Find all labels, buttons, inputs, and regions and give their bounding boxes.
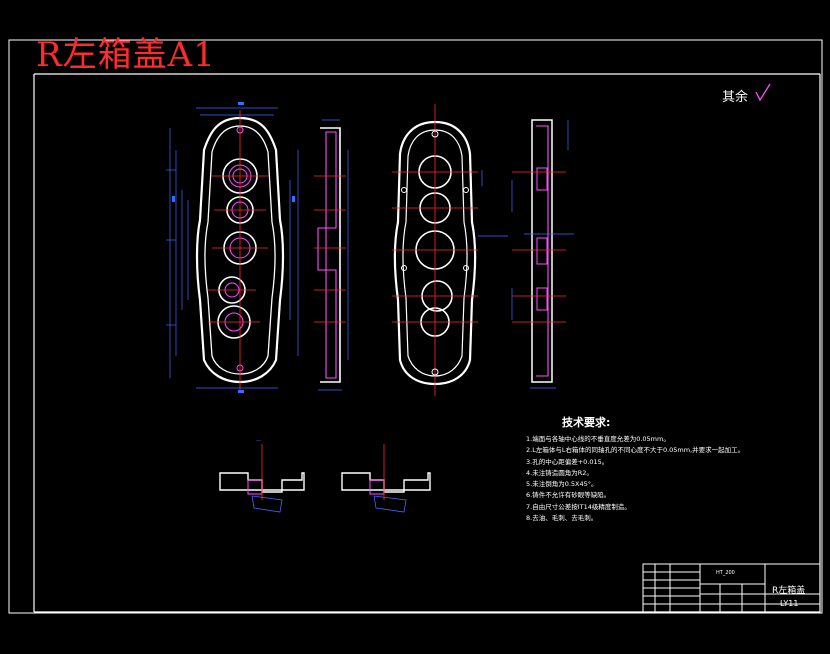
note-line: 7.自由尺寸公差按IT14级精度制造。: [526, 502, 631, 511]
roughness-symbol: [755, 83, 771, 102]
note-line: 2.L左箱体与L右箱体的同轴孔的不同心度不大于0.05mm,并要求一起加工。: [526, 446, 745, 455]
note-line: 1.端面与各轴中心线的不垂直度允差为0.05mm。: [526, 435, 670, 443]
rear-view: [392, 104, 508, 396]
title-block: [642, 563, 821, 613]
title-block-drawing-no: LY11: [780, 599, 799, 608]
front-view-dimensioned: [166, 102, 299, 393]
detail-section-a: —: [219, 438, 305, 513]
note-line: 8.去油、毛刺、去毛刺。: [526, 514, 598, 523]
roughness-label: 其余: [722, 90, 749, 105]
technical-requirements: 技术要求: 1.端面与各轴中心线的不垂直度允差为0.05mm。 2.L左箱体与L…: [526, 414, 744, 524]
right-section-view: [511, 119, 574, 389]
detail-section-b: [341, 444, 431, 513]
note-line: 4.未注铸造圆角为R2。: [526, 468, 593, 477]
note-line: 3.孔的中心距偏差+0.015。: [526, 457, 609, 466]
note-line: 6.铸件不允许有砂眼等缺陷。: [526, 491, 611, 500]
note-line: 5.未注倒角为0.5X45°。: [526, 480, 598, 489]
side-section-view: [314, 119, 349, 391]
notes-title: 技术要求:: [562, 416, 611, 429]
drawing-stamp-title: R左箱盖A1: [36, 35, 216, 75]
title-block-part-name: R左箱盖: [772, 586, 806, 596]
title-block-material: HT_200: [716, 570, 735, 576]
svg-text:—: —: [256, 438, 261, 444]
